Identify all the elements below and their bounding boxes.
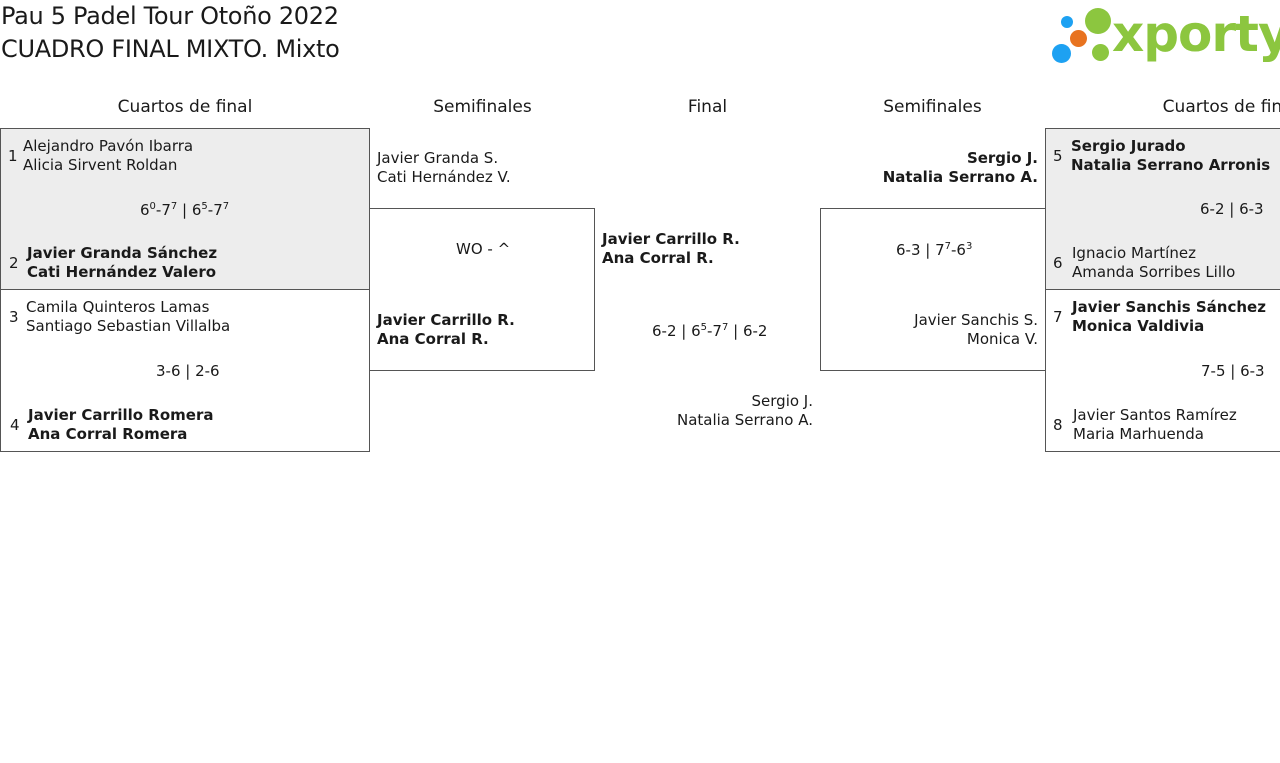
team-name-winner: Javier Carrillo Romera Ana Corral Romera: [28, 406, 213, 444]
match-score: 6-3 | 77-63: [896, 241, 973, 259]
logo-dot-orange: [1070, 30, 1087, 47]
quarterfinal-match-2: 3 Camila Quinteros Lamas Santiago Sebast…: [0, 289, 370, 452]
seed-number: 6: [1053, 254, 1063, 272]
team-name: Javier Sanchis S. Monica V.: [914, 311, 1038, 349]
player-name: Alicia Sirvent Roldan: [23, 156, 178, 174]
round-heading-semis-right: Semifinales: [883, 97, 982, 117]
player-name: Alejandro Pavón Ibarra: [23, 137, 194, 155]
player-name: Natalia Serrano A.: [676, 411, 813, 429]
seed-number: 8: [1053, 416, 1063, 434]
round-heading-quarters-left: Cuartos de final: [117, 97, 253, 117]
player-name: Javier Carrillo Romera: [28, 406, 214, 424]
tournament-title: Pau 5 Padel Tour Otoño 2022: [1, 2, 339, 30]
final-team-runner-up: Sergio J. Natalia Serrano A.: [677, 392, 813, 430]
player-name: Monica Valdivia: [1072, 317, 1205, 335]
seed-number: 2: [9, 254, 19, 272]
semifinal-left-team-top: Javier Granda S. Cati Hernández V.: [377, 149, 511, 187]
match-score: 3-6 | 2-6: [156, 362, 220, 380]
player-name: Javier Granda S.: [377, 149, 499, 167]
seed-number: 1: [8, 147, 18, 165]
xporty-logo[interactable]: xporty: [1050, 2, 1280, 68]
player-name: Ignacio Martínez: [1072, 244, 1196, 262]
round-heading-quarters-right: Cuartos de final: [1162, 97, 1280, 117]
player-name: Santiago Sebastian Villalba: [26, 317, 231, 335]
player-name: Natalia Serrano A.: [882, 168, 1038, 186]
team-name-winner: Sergio Jurado Natalia Serrano Arronis: [1071, 137, 1270, 175]
seed-number: 3: [9, 308, 19, 326]
player-name: Javier Granda Sánchez: [27, 244, 218, 262]
player-name: Sergio J.: [966, 149, 1038, 167]
team-name-winner: Javier Carrillo R. Ana Corral R.: [377, 311, 515, 349]
seed-number: 4: [10, 416, 20, 434]
logo-wordmark: xporty: [1112, 5, 1280, 63]
player-name: Cati Hernández Valero: [27, 263, 217, 281]
match-score: 7-5 | 6-3: [1201, 362, 1265, 380]
player-name: Ana Corral Romera: [28, 425, 188, 443]
match-score: WO - ^: [456, 240, 511, 258]
seed-number: 5: [1053, 147, 1063, 165]
player-name: Javier Carrillo R.: [377, 311, 515, 329]
semifinal-match-left: WO - ^ Javier Carrillo R. Ana Corral R.: [369, 208, 595, 371]
quarterfinal-match-4: 7 Javier Sanchis Sánchez Monica Valdivia…: [1045, 289, 1280, 452]
quarterfinal-match-1: 1 Alejandro Pavón Ibarra Alicia Sirvent …: [0, 128, 370, 290]
player-name: Maria Marhuenda: [1073, 425, 1204, 443]
match-score: 60-77 | 65-77: [140, 201, 230, 219]
logo-dot-green-small: [1092, 44, 1109, 61]
player-name: Amanda Sorribes Lillo: [1072, 263, 1236, 281]
draw-title: CUADRO FINAL MIXTO. Mixto: [1, 35, 340, 63]
team-name: Alejandro Pavón Ibarra Alicia Sirvent Ro…: [23, 137, 193, 175]
player-name: Ana Corral R.: [602, 249, 714, 267]
final-team-winner: Javier Carrillo R. Ana Corral R.: [602, 230, 740, 268]
player-name: Cati Hernández V.: [377, 168, 511, 186]
semifinal-right-team-winner: Sergio J. Natalia Serrano A.: [883, 149, 1038, 187]
final-score: 6-2 | 65-77 | 6-2: [652, 322, 768, 340]
round-heading-semis-left: Semifinales: [433, 97, 532, 117]
quarterfinal-match-3: 5 Sergio Jurado Natalia Serrano Arronis …: [1045, 128, 1280, 290]
player-name: Javier Sanchis Sánchez: [1072, 298, 1266, 316]
player-name: Javier Sanchis S.: [914, 311, 1038, 329]
seed-number: 7: [1053, 308, 1063, 326]
semifinal-match-right: 6-3 | 77-63 Javier Sanchis S. Monica V.: [820, 208, 1046, 371]
round-heading-final: Final: [687, 97, 728, 117]
player-name: Sergio Jurado: [1071, 137, 1186, 155]
match-score: 6-2 | 6-3: [1200, 200, 1264, 218]
player-name: Monica V.: [966, 330, 1038, 348]
team-name: Javier Santos Ramírez Maria Marhuenda: [1073, 406, 1237, 444]
logo-dot-blue-large: [1052, 44, 1071, 63]
player-name: Natalia Serrano Arronis: [1071, 156, 1271, 174]
team-name: Ignacio Martínez Amanda Sorribes Lillo: [1072, 244, 1235, 282]
player-name: Javier Santos Ramírez: [1073, 406, 1237, 424]
logo-dot-blue-small: [1061, 16, 1073, 28]
player-name: Javier Carrillo R.: [602, 230, 740, 248]
player-name: Sergio J.: [751, 392, 813, 410]
logo-dot-green: [1085, 8, 1111, 34]
team-name-winner: Javier Granda Sánchez Cati Hernández Val…: [27, 244, 217, 282]
team-name: Camila Quinteros Lamas Santiago Sebastia…: [26, 298, 230, 336]
player-name: Ana Corral R.: [377, 330, 489, 348]
team-name-winner: Javier Sanchis Sánchez Monica Valdivia: [1072, 298, 1266, 336]
player-name: Camila Quinteros Lamas: [26, 298, 210, 316]
